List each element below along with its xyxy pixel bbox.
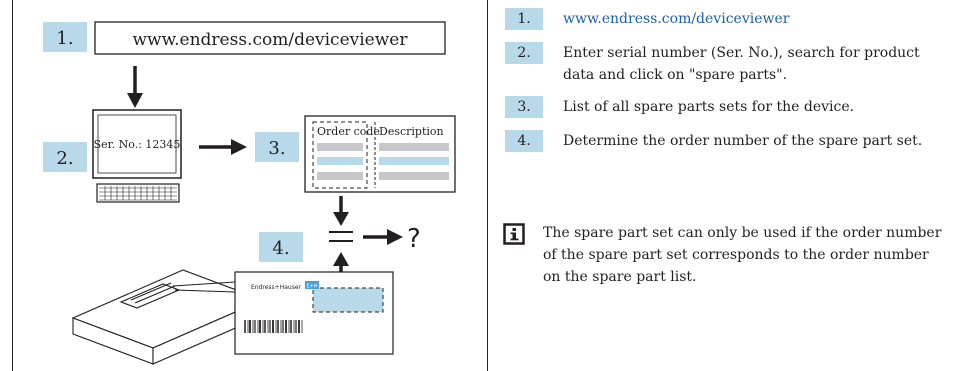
badge-2-label: 2. <box>56 148 73 169</box>
arrow-down-1-head <box>127 93 143 108</box>
order-code-column <box>312 121 368 189</box>
spare-parts-table <box>304 115 456 193</box>
arrow-right-2-head <box>387 229 403 245</box>
step-1-number: 1. <box>505 8 543 30</box>
step-2-number: 2. <box>505 42 543 64</box>
badge-1 <box>43 22 87 52</box>
step-2-text: Enter serial number (Ser. No.), search f… <box>563 45 920 83</box>
spare-part-label <box>234 271 394 355</box>
arrow-up-head <box>333 252 349 266</box>
badge-3 <box>255 132 299 162</box>
question-mark: ? <box>407 224 421 254</box>
table-row-highlighted <box>379 157 449 165</box>
label-order-code-highlight <box>312 287 384 313</box>
steps-list: 1. www.endress.com/deviceviewer 2. Enter… <box>505 8 953 164</box>
table-row <box>317 172 363 180</box>
badge-3-label: 3. <box>268 138 285 159</box>
step-2: 2. Enter serial number (Ser. No.), searc… <box>505 42 953 86</box>
table-row-highlighted <box>317 157 363 165</box>
serial-number-text: Ser. No.: 12345 <box>94 138 181 151</box>
illustration-panel: 1. www.endress.com/deviceviewer 2. <box>12 0 488 371</box>
badge-4 <box>259 232 303 262</box>
table-row <box>379 172 449 180</box>
step-3: 3. List of all spare parts sets for the … <box>505 96 953 120</box>
badge-2 <box>43 142 87 172</box>
brand-logo-icon <box>305 281 319 289</box>
arrow-right-1-head <box>231 139 247 155</box>
badge-1-label: 1. <box>56 28 73 49</box>
table-row <box>317 143 363 151</box>
info-note: The spare part set can only be used if t… <box>503 222 943 288</box>
description-header: Description <box>379 125 444 138</box>
url-box <box>94 21 446 55</box>
step-4-number: 4. <box>505 130 543 152</box>
arrow-down-2-head <box>333 212 349 226</box>
step-4-text: Determine the order number of the spare … <box>563 133 923 149</box>
step-1: 1. www.endress.com/deviceviewer <box>505 8 953 32</box>
step-3-number: 3. <box>505 96 543 118</box>
document-frame: 1. www.endress.com/deviceviewer 2. <box>12 0 961 371</box>
note-text: The spare part set can only be used if t… <box>543 225 942 285</box>
table-row <box>379 143 449 151</box>
label-brand-text: Endress+Hauser <box>251 284 302 291</box>
step-3-text: List of all spare parts sets for the dev… <box>563 99 855 115</box>
step-4: 4. Determine the order number of the spa… <box>505 130 953 154</box>
url-box-text: www.endress.com/deviceviewer <box>133 30 409 50</box>
spare-parts-diagram: 1. www.endress.com/deviceviewer 2. <box>43 21 456 365</box>
instructions-panel: 1. www.endress.com/deviceviewer 2. Enter… <box>489 0 961 371</box>
deviceviewer-link[interactable]: www.endress.com/deviceviewer <box>563 11 790 27</box>
info-icon <box>503 223 525 245</box>
badge-4-label: 4. <box>272 238 289 259</box>
barcode-icon <box>244 320 303 333</box>
computer-icon <box>92 109 182 203</box>
label-logo-text: E+H <box>306 284 317 290</box>
order-code-header: Order code <box>317 125 380 138</box>
